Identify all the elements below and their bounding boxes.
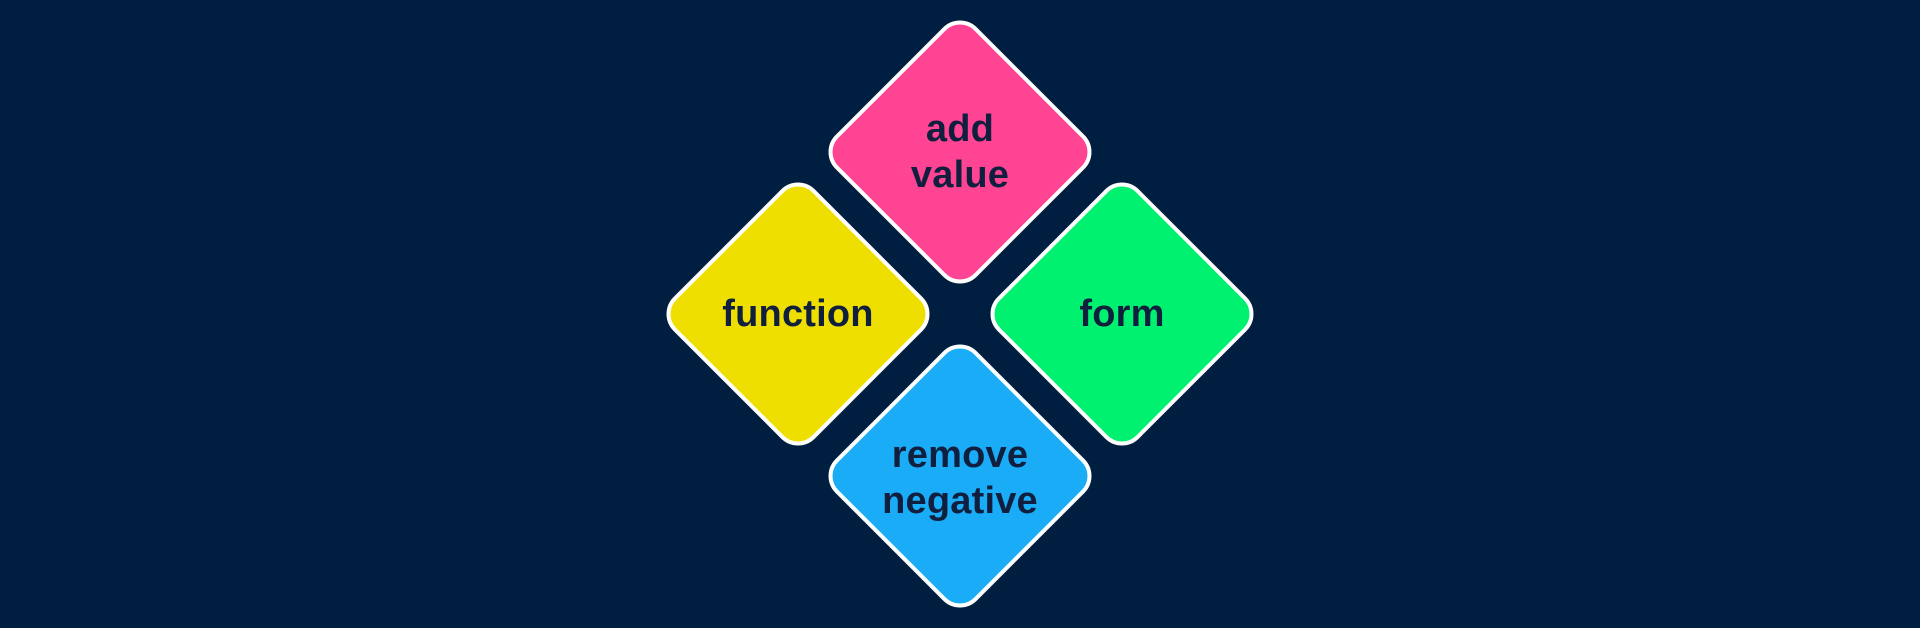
diamond-remove-negative: remove negative xyxy=(817,333,1103,619)
diamond-label-left: function xyxy=(655,171,941,457)
label-line: function xyxy=(722,293,874,335)
label-line: value xyxy=(910,154,1010,196)
diamond-function: function xyxy=(655,171,941,457)
label-line: form xyxy=(1079,293,1165,335)
diamond-form: form xyxy=(979,171,1265,457)
diamond-add-value: add value xyxy=(817,9,1103,295)
label-line: remove xyxy=(891,434,1029,476)
diamond-label-right: form xyxy=(979,171,1265,457)
diamond-label-bottom: remove negative xyxy=(817,333,1103,619)
label-line: add xyxy=(925,108,995,150)
diamond-label-top: add value xyxy=(817,9,1103,295)
label-line: negative xyxy=(882,480,1038,522)
